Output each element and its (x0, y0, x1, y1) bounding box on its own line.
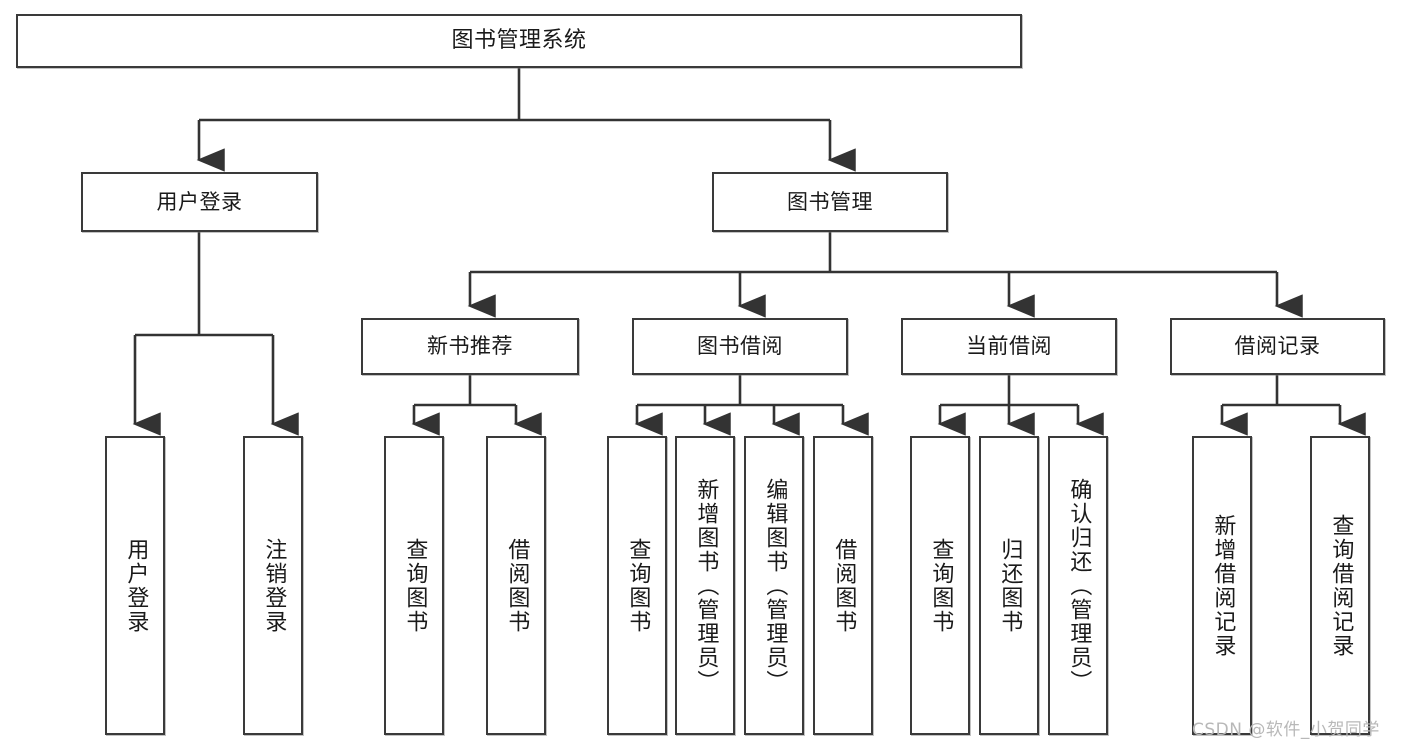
node-leaf-logout[interactable]: 注销登录 (243, 436, 303, 735)
node-leaf-confirm-return-label: 确认归还（管理员） (1066, 477, 1092, 694)
node-leaf-edit-book-label: 编辑图书（管理员） (762, 477, 788, 694)
node-leaf-logout-label: 注销登录 (261, 537, 287, 634)
node-leaf-borrow-book-b[interactable]: 借阅图书 (813, 436, 873, 735)
node-leaf-query-record-label: 查询借阅记录 (1328, 513, 1354, 658)
node-leaf-user-login[interactable]: 用户登录 (105, 436, 165, 735)
node-leaf-borrow-book-a-label: 借阅图书 (504, 537, 530, 634)
node-leaf-query-book-b-label: 查询图书 (625, 537, 651, 634)
node-book-manage[interactable]: 图书管理 (712, 172, 948, 232)
node-user-login-label: 用户登录 (156, 189, 243, 214)
node-leaf-edit-book[interactable]: 编辑图书（管理员） (744, 436, 804, 735)
node-leaf-query-book-b[interactable]: 查询图书 (607, 436, 667, 735)
node-leaf-query-book-c[interactable]: 查询图书 (910, 436, 970, 735)
node-leaf-query-record[interactable]: 查询借阅记录 (1310, 436, 1370, 735)
node-leaf-add-record[interactable]: 新增借阅记录 (1192, 436, 1252, 735)
node-leaf-confirm-return[interactable]: 确认归还（管理员） (1048, 436, 1108, 735)
node-leaf-add-book[interactable]: 新增图书（管理员） (675, 436, 735, 735)
node-current-borrow-label: 当前借阅 (966, 334, 1052, 359)
node-new-book-recommend-label: 新书推荐 (427, 334, 513, 359)
csdn-watermark: CSDN @软件_小贺同学 (1192, 720, 1380, 740)
node-user-login[interactable]: 用户登录 (81, 172, 318, 232)
node-borrow-record-label: 借阅记录 (1234, 334, 1321, 359)
node-book-borrow-label: 图书借阅 (697, 334, 783, 359)
node-current-borrow[interactable]: 当前借阅 (901, 318, 1117, 375)
node-leaf-return-book[interactable]: 归还图书 (979, 436, 1039, 735)
node-root[interactable]: 图书管理系统 (16, 14, 1022, 68)
node-leaf-add-record-label: 新增借阅记录 (1210, 513, 1236, 658)
node-leaf-user-login-label: 用户登录 (123, 537, 149, 634)
node-root-label: 图书管理系统 (451, 28, 587, 54)
node-leaf-return-book-label: 归还图书 (997, 537, 1023, 634)
node-new-book-recommend[interactable]: 新书推荐 (361, 318, 579, 375)
node-leaf-query-book-a[interactable]: 查询图书 (384, 436, 444, 735)
node-leaf-query-book-c-label: 查询图书 (928, 537, 954, 634)
node-book-borrow[interactable]: 图书借阅 (632, 318, 848, 375)
node-leaf-borrow-book-a[interactable]: 借阅图书 (486, 436, 546, 735)
node-leaf-query-book-a-label: 查询图书 (402, 537, 428, 634)
node-leaf-borrow-book-b-label: 借阅图书 (831, 537, 857, 634)
node-leaf-add-book-label: 新增图书（管理员） (693, 477, 719, 694)
node-book-manage-label: 图书管理 (787, 189, 873, 214)
node-borrow-record[interactable]: 借阅记录 (1170, 318, 1385, 375)
